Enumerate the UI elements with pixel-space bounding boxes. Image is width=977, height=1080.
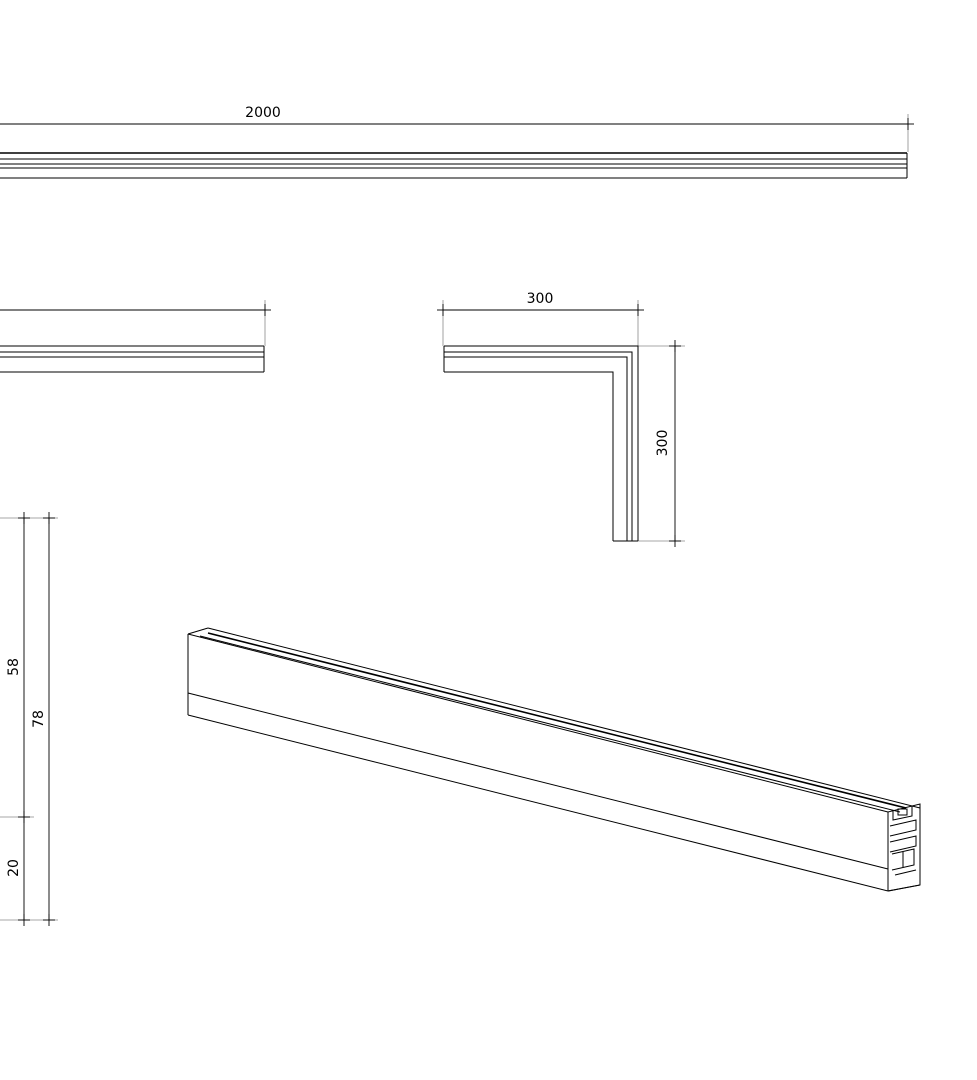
dimension-label-corner-height: 300	[655, 430, 671, 457]
iso-top-left-edge	[187, 627, 209, 635]
iso-front-seam	[187, 692, 889, 870]
iso-top-front-edge	[187, 633, 889, 813]
isometric-rail-view	[187, 627, 921, 892]
dimension-label-corner-width: 300	[527, 291, 554, 307]
iso-track-slot	[207, 632, 907, 809]
corner-groove-line	[444, 351, 633, 541]
iso-end-profile	[887, 803, 921, 892]
iso-front-bottom-edge	[187, 714, 889, 892]
profile-section-view: 58 78 20	[0, 512, 58, 926]
corner-groove-line	[444, 356, 628, 541]
corner-rail-view: 300 300	[437, 291, 685, 547]
corner-outer-edge	[444, 345, 639, 541]
dimension-label-58: 58	[6, 658, 22, 676]
straight-rail-view: 2000	[0, 105, 914, 179]
dimension-label-2000: 2000	[245, 105, 281, 121]
corner-inner-edge	[444, 371, 614, 541]
iso-track-slot-edge	[199, 635, 901, 813]
iso-top-back-edge	[207, 627, 921, 809]
dimension-label-20: 20	[6, 859, 22, 877]
short-rail-view	[0, 300, 271, 373]
dimension-label-78: 78	[31, 710, 47, 728]
